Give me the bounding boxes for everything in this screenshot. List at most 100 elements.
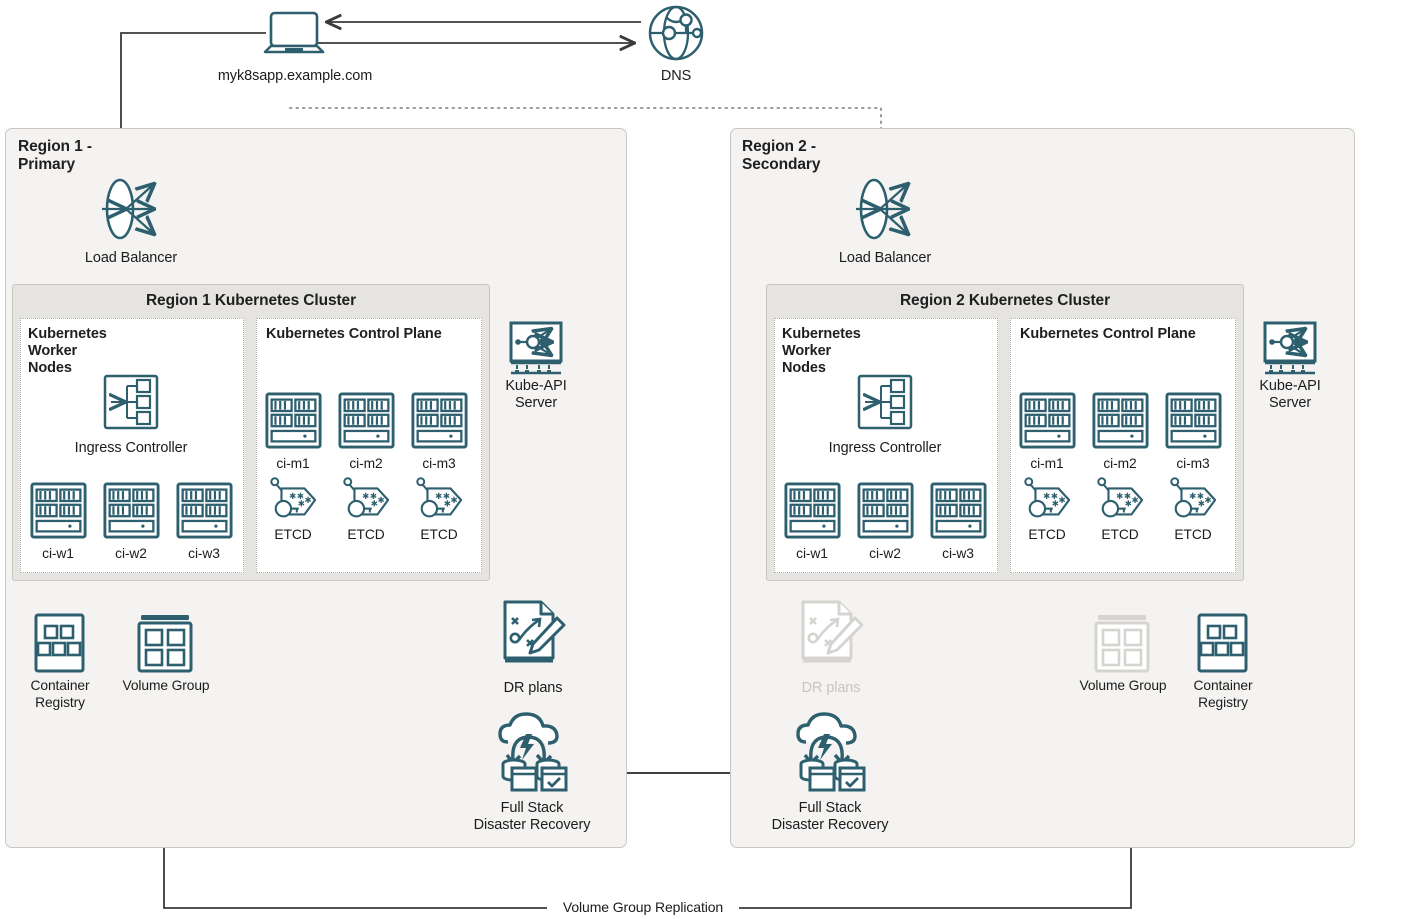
region-2-volume-group-label: Volume Group: [1079, 678, 1167, 693]
worker-node-icon: [103, 482, 160, 539]
worker-node-icon: [930, 482, 987, 539]
region-1-worker-panel-title: Kubernetes Worker Nodes: [28, 326, 107, 376]
etcd-icon: ✱✱✱✱: [1022, 476, 1072, 524]
etcd-icon: ✱✱✱✱: [1168, 476, 1218, 524]
worker-node-icon: [30, 482, 87, 539]
region-1-container-registry-label: Container Registry: [30, 678, 90, 710]
svg-text:✱: ✱: [444, 499, 451, 509]
svg-text:✱: ✱: [1197, 491, 1204, 501]
svg-text:✱: ✱: [1189, 491, 1196, 501]
region-2-load-balancer-label: Load Balancer: [838, 250, 932, 266]
region-1-etcd-0-label: ETCD: [274, 527, 312, 542]
full-stack-dr-icon: [784, 710, 876, 792]
region-1-control-plane-title: Kubernetes Control Plane: [266, 326, 442, 342]
region-2-cluster-title: Region 2 Kubernetes Cluster: [899, 292, 1111, 309]
svg-text:✱: ✱: [1052, 499, 1059, 509]
region-2-master-1-label: ci-m2: [1103, 456, 1137, 471]
master-node-icon: [411, 392, 468, 449]
volume-group-replication-label: Volume Group Replication: [547, 899, 739, 916]
region-2-ingress-label: Ingress Controller: [828, 440, 942, 456]
svg-text:✱: ✱: [1051, 491, 1058, 501]
region-1-worker-1-label: ci-w2: [115, 546, 147, 561]
worker-node-icon: [784, 482, 841, 539]
svg-text:✱: ✱: [378, 495, 385, 505]
region-1-etcd-1-label: ETCD: [347, 527, 385, 542]
volume-group-icon: [135, 612, 195, 674]
region-1-master-2-label: ci-m3: [422, 456, 456, 471]
master-node-icon: [265, 392, 322, 449]
etcd-icon: ✱✱✱✱: [1095, 476, 1145, 524]
region-2-container-registry-label: Container Registry: [1193, 678, 1253, 710]
region-1-volume-group-label: Volume Group: [122, 678, 210, 693]
region-2-kube-api-label: Kube-API Server: [1259, 378, 1321, 412]
region-1-master-0-label: ci-m1: [276, 456, 310, 471]
master-node-icon: [1165, 392, 1222, 449]
svg-text:✱: ✱: [298, 499, 305, 509]
region-2-etcd-1-label: ETCD: [1101, 527, 1139, 542]
kube-api-server-icon: [1260, 320, 1320, 382]
etcd-icon: ✱✱✱✱: [268, 476, 318, 524]
ingress-controller-icon: [855, 373, 915, 431]
dr-plans-icon: [497, 598, 569, 670]
volume-group-icon: [1092, 612, 1152, 674]
region-1-master-1-label: ci-m2: [349, 456, 383, 471]
laptop-icon: [262, 10, 326, 60]
region-2-title: Region 2 - Secondary: [742, 138, 821, 174]
svg-text:✱: ✱: [371, 499, 378, 509]
region-2-master-2-label: ci-m3: [1176, 456, 1210, 471]
region-1-load-balancer-label: Load Balancer: [84, 250, 178, 266]
full-stack-dr-icon: [486, 710, 578, 792]
globe-icon: [645, 4, 707, 62]
region-2-full-stack-dr-label: Full Stack Disaster Recovery: [771, 800, 889, 834]
master-node-icon: [1092, 392, 1149, 449]
region-1-title: Region 1 - Primary: [18, 138, 92, 174]
svg-text:✱: ✱: [1205, 495, 1212, 505]
svg-text:✱: ✱: [305, 495, 312, 505]
etcd-icon: ✱✱✱✱: [414, 476, 464, 524]
svg-text:✱: ✱: [289, 491, 296, 501]
ingress-controller-icon: [101, 373, 161, 431]
region-1-worker-0-label: ci-w1: [42, 546, 74, 561]
master-node-icon: [1019, 392, 1076, 449]
region-1-kube-api-label: Kube-API Server: [505, 378, 567, 412]
region-1-full-stack-dr-label: Full Stack Disaster Recovery: [473, 800, 591, 834]
dr-plans-icon: [795, 598, 867, 670]
svg-text:✱: ✱: [362, 491, 369, 501]
region-2-etcd-2-label: ETCD: [1174, 527, 1212, 542]
region-2-control-plane-title: Kubernetes Control Plane: [1020, 326, 1196, 342]
region-2-worker-1-label: ci-w2: [869, 546, 901, 561]
svg-text:✱: ✱: [1125, 499, 1132, 509]
worker-node-icon: [857, 482, 914, 539]
region-2-worker-0-label: ci-w1: [796, 546, 828, 561]
region-1-dr-plans-label: DR plans: [503, 680, 563, 696]
region-2-dr-plans-label: DR plans: [801, 680, 861, 696]
svg-text:✱: ✱: [1198, 499, 1205, 509]
region-1-worker-2-label: ci-w3: [188, 546, 220, 561]
region-2-etcd-0-label: ETCD: [1028, 527, 1066, 542]
svg-text:✱: ✱: [1043, 491, 1050, 501]
svg-text:✱: ✱: [435, 491, 442, 501]
svg-text:✱: ✱: [443, 491, 450, 501]
svg-text:✱: ✱: [1059, 495, 1066, 505]
container-registry-icon: [33, 612, 86, 674]
svg-text:✱: ✱: [1132, 495, 1139, 505]
kube-api-server-icon: [506, 320, 566, 382]
region-1-ingress-label: Ingress Controller: [74, 440, 188, 456]
region-2-master-0-label: ci-m1: [1030, 456, 1064, 471]
etcd-icon: ✱✱✱✱: [341, 476, 391, 524]
load-balancer-icon: [100, 174, 166, 244]
master-node-icon: [338, 392, 395, 449]
region-2-worker-2-label: ci-w3: [942, 546, 974, 561]
client-hostname-label: myk8sapp.example.com: [217, 68, 373, 84]
region-1-cluster-title: Region 1 Kubernetes Cluster: [145, 292, 357, 309]
svg-text:✱: ✱: [1124, 491, 1131, 501]
region-2-worker-panel-title: Kubernetes Worker Nodes: [782, 326, 861, 376]
region-1-etcd-2-label: ETCD: [420, 527, 458, 542]
svg-text:✱: ✱: [1116, 491, 1123, 501]
load-balancer-icon: [854, 174, 920, 244]
worker-node-icon: [176, 482, 233, 539]
svg-text:✱: ✱: [451, 495, 458, 505]
svg-text:✱: ✱: [297, 491, 304, 501]
svg-text:✱: ✱: [370, 491, 377, 501]
